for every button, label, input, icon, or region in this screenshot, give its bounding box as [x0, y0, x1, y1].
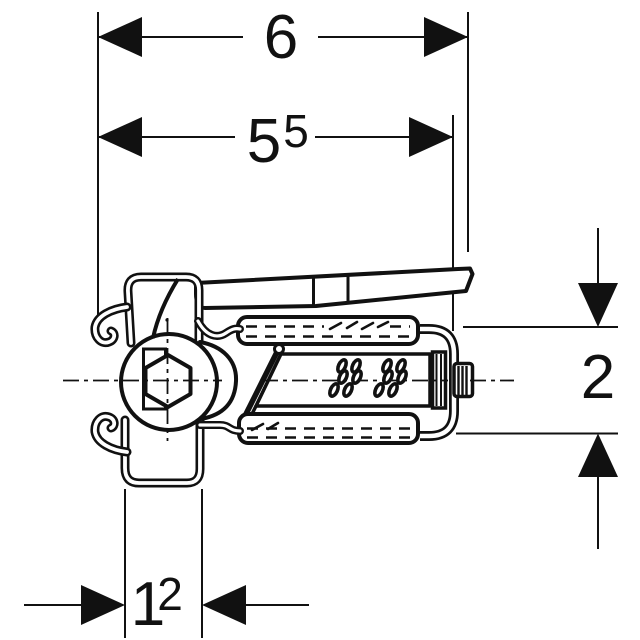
- thread-lines: [457, 366, 468, 395]
- dim-offset-label: 1: [131, 570, 165, 639]
- dim-total-width-label: 6: [264, 3, 298, 72]
- arrowhead-down-icon: [578, 283, 618, 327]
- arrowhead-left-icon: [98, 117, 142, 157]
- clamp-straps: [90, 272, 205, 488]
- arrowhead-right-icon: [81, 585, 125, 625]
- dim-body-width-sup: 5: [283, 105, 309, 157]
- spring-coils: [328, 358, 408, 398]
- arrowhead-left-icon: [98, 17, 142, 57]
- dimension-height: 2: [578, 228, 618, 549]
- arrowhead-right-icon: [424, 17, 468, 57]
- connector-wires: [194, 317, 244, 435]
- top-pad-outline: [236, 315, 420, 346]
- strap-fold-line: [151, 277, 180, 339]
- dim-height-label: 2: [581, 343, 615, 412]
- arrowhead-left-icon: [202, 585, 246, 625]
- top-pad: [236, 315, 420, 346]
- dimension-offset: 1 2: [24, 568, 309, 639]
- end-assembly: [420, 324, 475, 441]
- lever-arm: [194, 266, 475, 310]
- pad-slant-marks: [328, 320, 390, 331]
- strut-diagonal: [242, 350, 280, 418]
- bottom-pad: [237, 412, 420, 445]
- arrowhead-right-icon: [409, 117, 453, 157]
- dim-body-width-label: 5: [247, 107, 281, 176]
- clamp-boss: [119, 277, 239, 432]
- arrowhead-up-icon: [578, 433, 618, 477]
- dim-offset-sup: 2: [157, 568, 183, 620]
- lever-outline: [194, 266, 475, 310]
- extension-lines: [97, 12, 618, 638]
- dimension-body-width: 5 5: [98, 105, 453, 176]
- dimension-total-width: 6: [98, 3, 468, 72]
